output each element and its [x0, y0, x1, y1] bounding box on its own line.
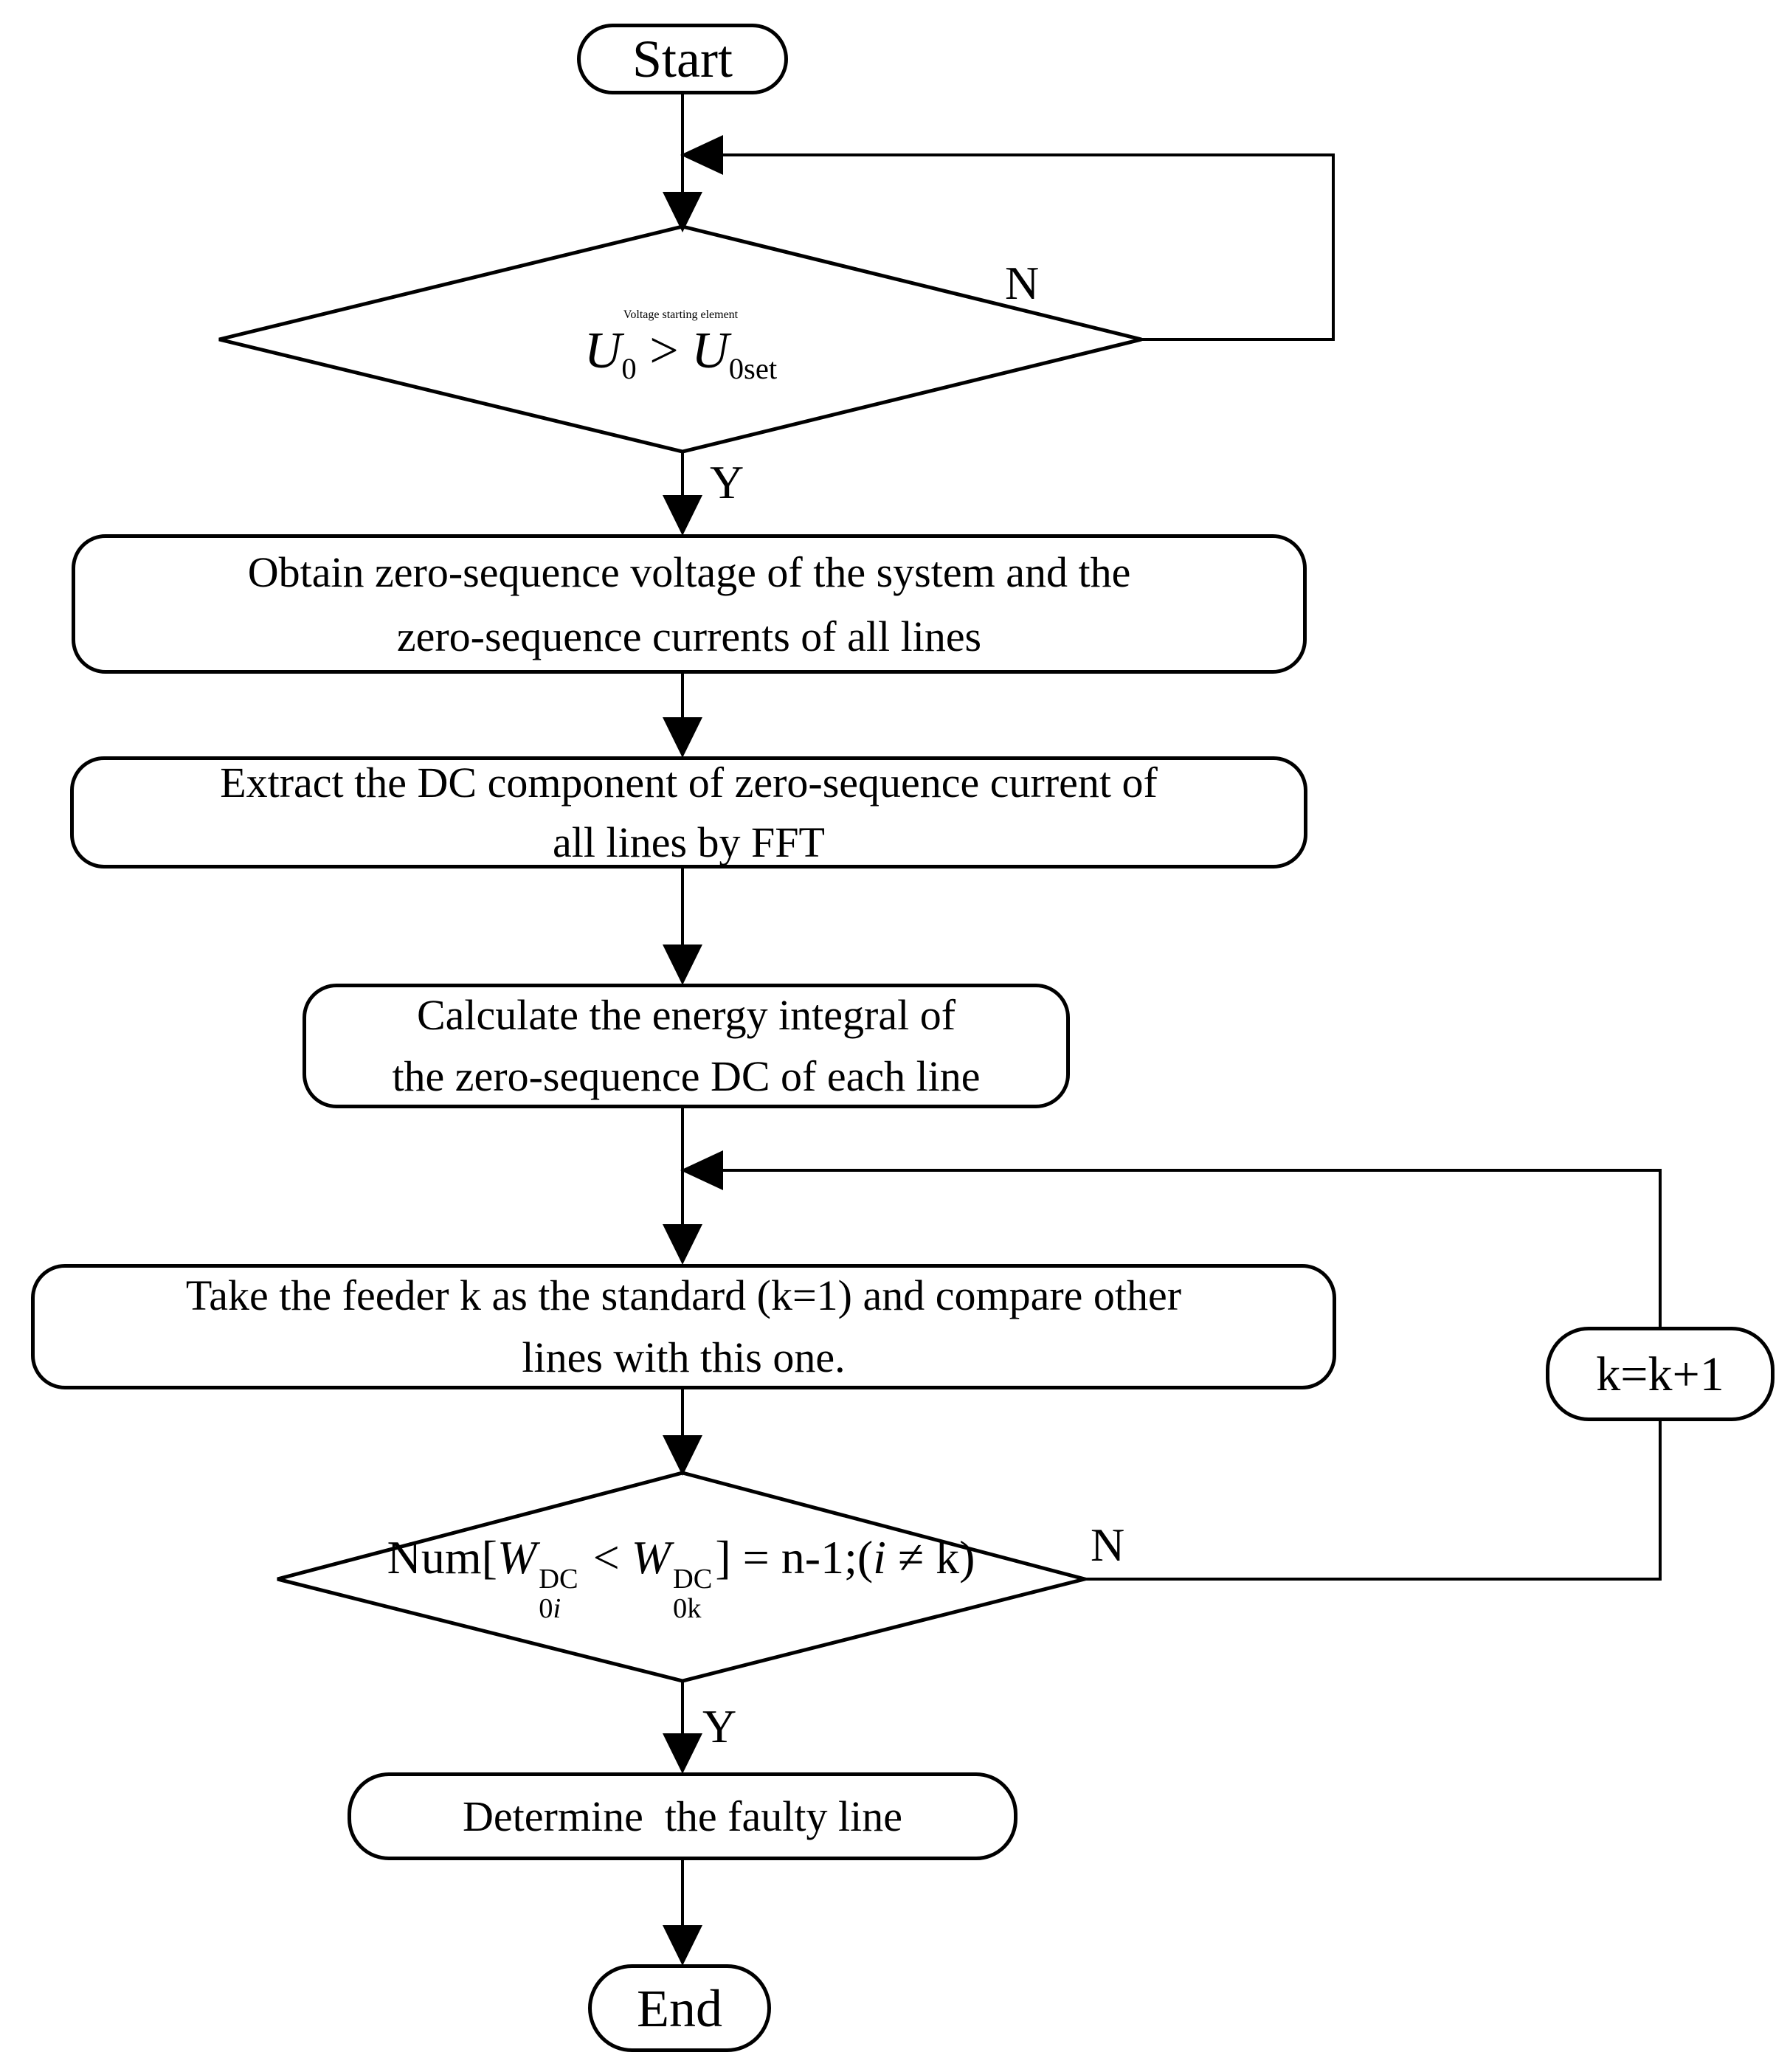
- decision1-formula: U0 > U0set: [584, 322, 778, 385]
- decision2-shape: [277, 1471, 1092, 1683]
- process4-line1: Take the feeder k as the standard (k=1) …: [185, 1271, 1182, 1319]
- arrowhead-into-process5: [663, 1733, 702, 1774]
- process2-box: Extract the DC component of zero-sequenc…: [70, 756, 1307, 868]
- increment-box: k=k+1: [1546, 1327, 1775, 1421]
- arrowhead-into-process3: [663, 945, 702, 985]
- arrowhead-merge2: [680, 1150, 723, 1190]
- arrowhead-into-decision1: [663, 192, 702, 232]
- process2-line1: Extract the DC component of zero-sequenc…: [220, 758, 1158, 807]
- process3-box: Calculate the energy integral of the zer…: [303, 984, 1070, 1108]
- arrowhead-into-process1: [663, 495, 702, 536]
- decision1-question: Voltage starting element: [623, 308, 739, 321]
- end-label: End: [637, 1978, 722, 2038]
- end-terminal: End: [588, 1964, 771, 2052]
- process3-line1: Calculate the energy integral of: [416, 991, 956, 1040]
- process4-line2: lines with this one.: [522, 1333, 846, 1381]
- arrowhead-into-end: [663, 1925, 702, 1966]
- arrowhead-into-decision2: [663, 1435, 702, 1476]
- process3-line2: the zero-sequence DC of each line: [392, 1051, 981, 1100]
- process1-line2: zero-sequence currents of all lines: [396, 612, 982, 660]
- decision1-text: Voltage starting element U0 > U0set: [221, 251, 1140, 443]
- decision1-yes-label: Y: [710, 456, 744, 508]
- arrowhead-into-process4: [663, 1224, 702, 1265]
- process1-box: Obtain zero-sequence voltage of the syst…: [72, 534, 1307, 674]
- start-label: Start: [632, 30, 733, 89]
- process1-line1: Obtain zero-sequence voltage of the syst…: [247, 548, 1131, 596]
- arrowhead-merge1: [680, 135, 723, 175]
- loop-decision1-no: [723, 153, 1335, 341]
- decision2-yes-label: Y: [702, 1700, 737, 1752]
- decision1-shape: [218, 224, 1142, 454]
- process2-line2: all lines by FFT: [553, 818, 825, 866]
- increment-label: k=k+1: [1596, 1347, 1724, 1401]
- process5-label: Determine the faulty line: [463, 1792, 902, 1840]
- process5-box: Determine the faulty line: [348, 1772, 1017, 1860]
- arrowhead-into-process2: [663, 717, 702, 758]
- decision1-no-label: N: [1005, 257, 1040, 309]
- process4-box: Take the feeder k as the standard (k=1) …: [31, 1264, 1336, 1389]
- decision2-no-label: N: [1091, 1519, 1125, 1571]
- start-terminal: Start: [577, 24, 788, 94]
